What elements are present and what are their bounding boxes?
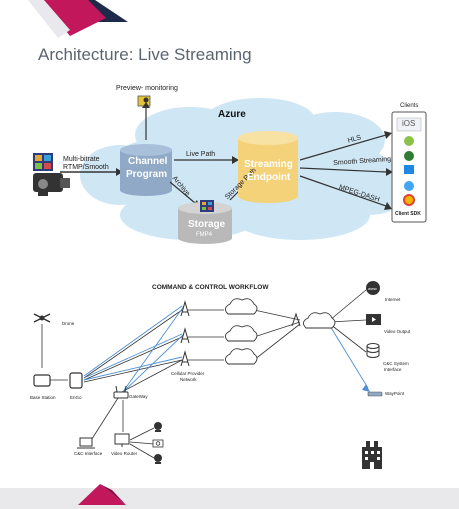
channel-program-node — [120, 144, 172, 196]
hub-icon — [291, 312, 301, 327]
cell-tower-icon-1 — [180, 300, 190, 317]
top-accent-magenta — [40, 0, 106, 36]
page-title: Architecture: Live Streaming — [38, 45, 252, 64]
waypoint-label: WayPoint — [385, 391, 405, 396]
network-cloud-3 — [225, 348, 258, 365]
cc-system-label-1: C&C System — [383, 361, 409, 366]
bottom-accent-magenta — [78, 484, 126, 505]
video-router-icon — [114, 433, 130, 447]
client-ios-label: iOS — [402, 119, 416, 128]
cell-tower-icon-3 — [180, 350, 190, 367]
channel-label-1: Channel — [128, 156, 168, 167]
laptop-icon — [77, 437, 95, 449]
base-station-label: Base Station — [30, 395, 56, 400]
workflow-title: COMMAND & CONTROL WORKFLOW — [152, 284, 269, 291]
www-globe-icon: www — [366, 281, 380, 295]
ie-icon — [404, 181, 414, 191]
chrome-icon — [403, 194, 415, 206]
top-accent-light — [28, 0, 70, 38]
client-sdk-label: Client SDK — [395, 211, 421, 217]
internet-label: Internet — [385, 297, 401, 302]
engo-label: EnGo — [70, 395, 82, 400]
android-icon — [404, 136, 414, 146]
bottom-accent-navy — [100, 484, 126, 505]
camera-icon-2 — [152, 439, 164, 448]
database-icon — [366, 343, 380, 358]
base-station-icon — [33, 374, 51, 387]
channel-label-2: Program — [126, 169, 168, 180]
network-cloud-2 — [225, 325, 258, 342]
xbox-icon — [404, 151, 414, 161]
endpoint-label-2: Endpoint — [247, 172, 291, 183]
drone-label: Drone — [62, 321, 75, 326]
cellular-label-1: Cellular Provider — [171, 371, 205, 376]
svg-text:www: www — [368, 286, 377, 291]
network-cloud-1 — [225, 298, 258, 315]
video-output-label: Video Output — [384, 329, 411, 334]
cc-interface-label: C&C Interface — [74, 451, 103, 456]
azure-label: Azure — [218, 109, 246, 120]
cellular-label-2: Network — [180, 377, 197, 382]
clients-title: Clients — [400, 103, 419, 109]
streaming-endpoint-node — [238, 131, 298, 203]
endpoint-label-1: Streaming — [244, 159, 293, 170]
windows-icon — [404, 165, 414, 174]
camera-icon-1 — [154, 422, 162, 432]
film-tiles-icon — [33, 153, 53, 171]
drone-icon — [33, 313, 51, 323]
waypoint-icon — [367, 391, 383, 397]
camera-icon — [33, 173, 70, 196]
gateway-label: GateWay — [129, 394, 148, 399]
storage-label: Storage — [188, 219, 226, 230]
cc-system-label-2: Interface — [384, 367, 402, 372]
storage-node — [178, 200, 232, 244]
gateway-icon — [113, 385, 129, 399]
preview-label: Preview- monitoring — [116, 85, 178, 92]
live-path-label: Live Path — [186, 151, 216, 158]
input-label-2: RTMP/Smooth — [63, 164, 109, 171]
engo-icon — [69, 372, 83, 389]
camera-icon-3 — [154, 454, 162, 464]
storage-sub-label: FMP4 — [196, 232, 213, 238]
video-router-label: Video Router — [111, 451, 138, 456]
cell-tower-icon-2 — [180, 327, 190, 344]
input-label-1: Multi-bitrate — [63, 156, 100, 163]
building-icon — [362, 441, 382, 469]
monitor-icon — [366, 314, 381, 325]
clients-panel — [391, 111, 427, 223]
internet-cloud — [303, 312, 336, 329]
